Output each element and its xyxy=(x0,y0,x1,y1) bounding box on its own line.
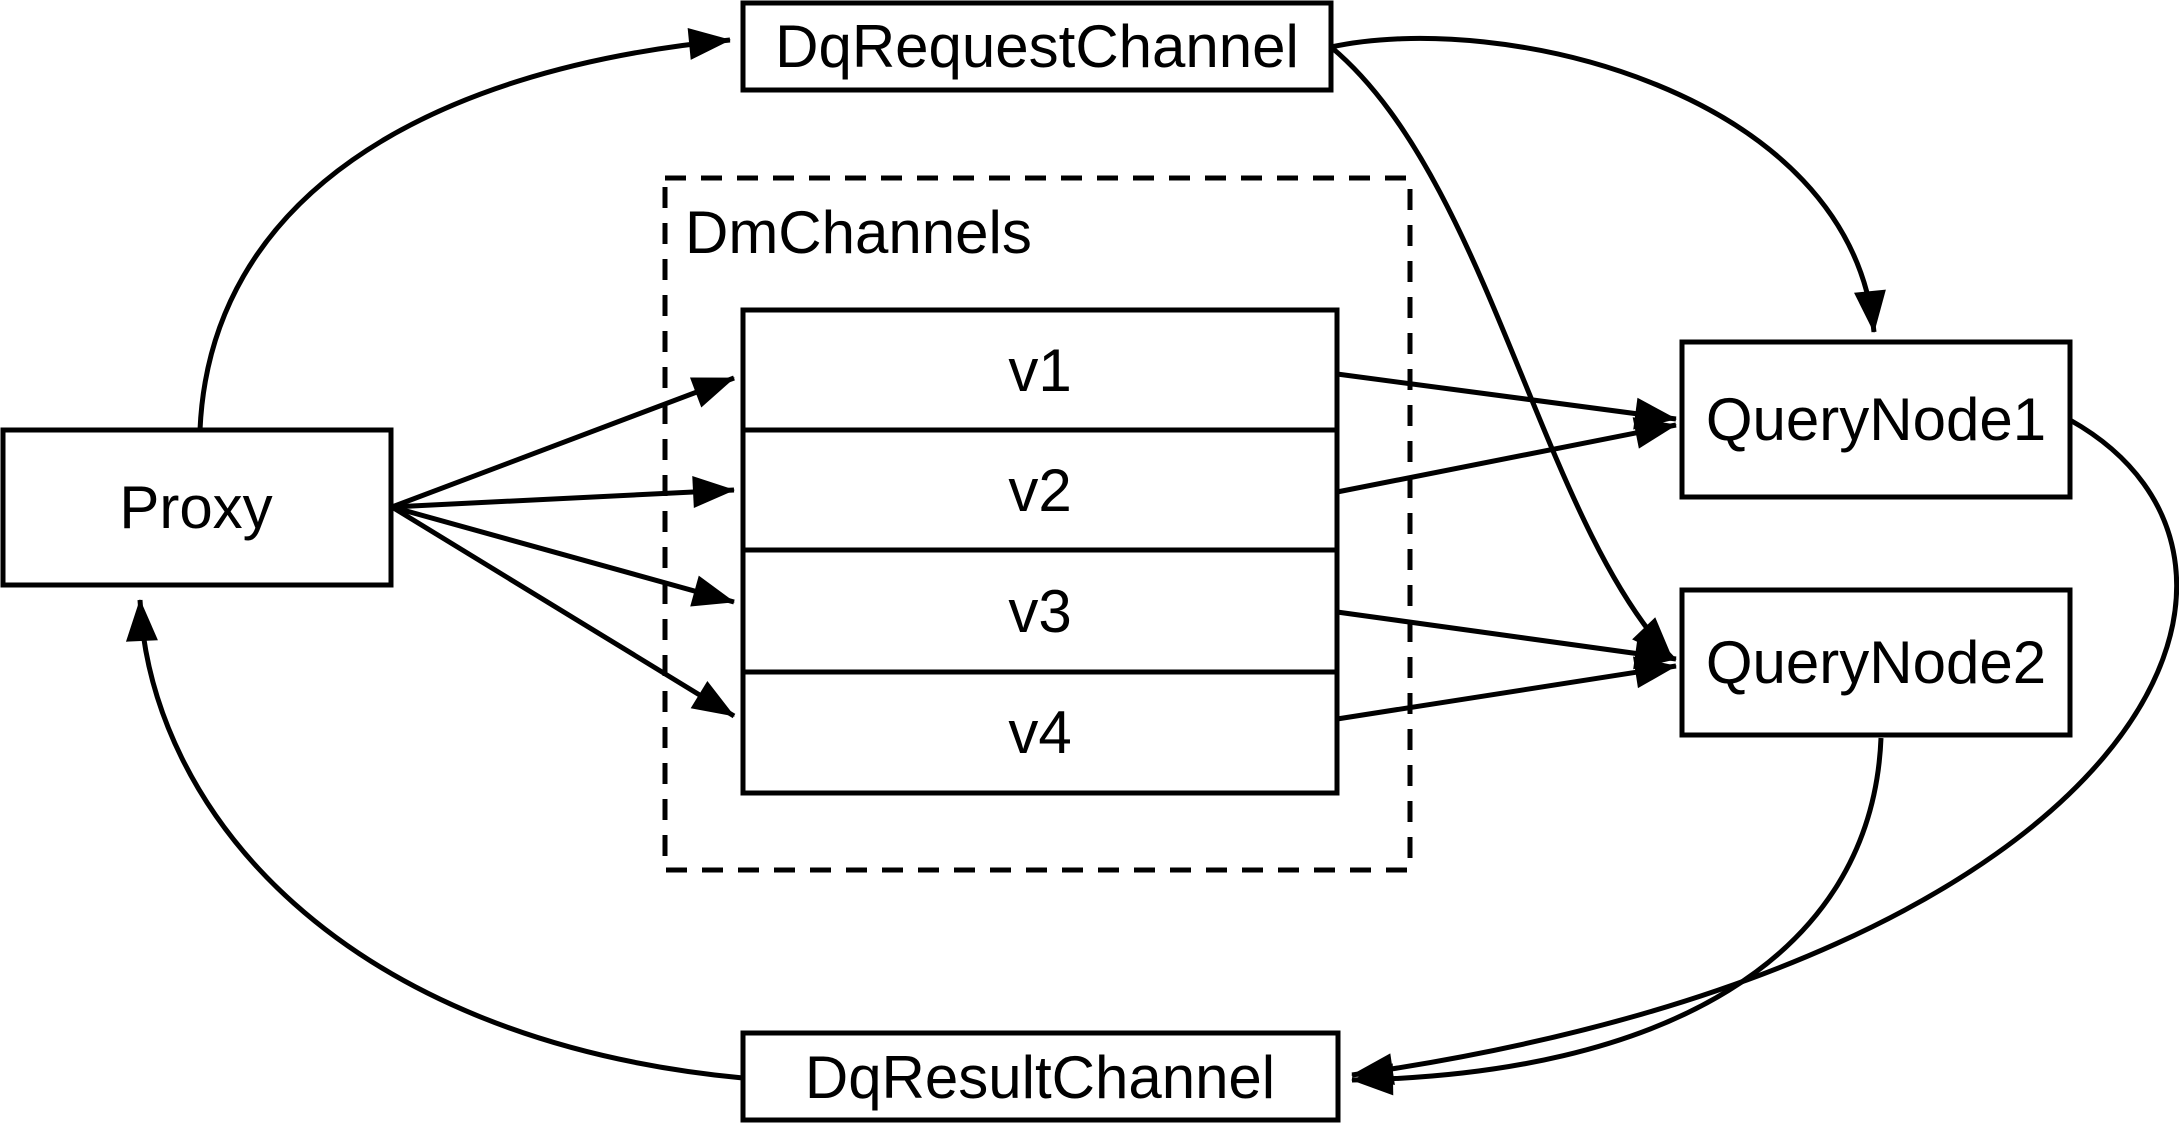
dq-request-channel-box xyxy=(740,0,1334,93)
edge-proxy-to-dqrequestchannel xyxy=(197,28,731,431)
edge-dqrequestchannel-to-querynode2 xyxy=(1329,45,1674,660)
proxy-box xyxy=(0,427,394,588)
edge-querynode1-to-dqresultchannel xyxy=(1351,417,2179,1085)
node-dq-request-channel: DqRequestChannel xyxy=(740,0,1334,93)
edge-querynode2-to-dqresultchannel xyxy=(1351,737,1884,1096)
query-node-1-box xyxy=(1679,339,2073,500)
node-query-node-2: QueryNode2 xyxy=(1679,587,2073,738)
edge-dqrequestchannel-to-querynode1 xyxy=(1330,35,1886,333)
dm-channels-stack: v1 v2 v3 v4 xyxy=(740,307,1340,796)
edge-v2-to-querynode1 xyxy=(1336,417,1677,495)
channel-v1-label: v1 xyxy=(1008,337,1071,404)
dq-result-channel-label: DqResultChannel xyxy=(805,1044,1275,1111)
channel-v4-label: v4 xyxy=(1008,699,1071,766)
edge-dqresultchannel-to-proxy xyxy=(126,599,744,1081)
edge-v1-to-querynode1 xyxy=(1336,371,1677,430)
edges-layer xyxy=(126,28,2179,1096)
channel-v2-label: v2 xyxy=(1008,457,1071,524)
node-proxy: Proxy xyxy=(0,427,394,588)
edge-v3-to-querynode2 xyxy=(1336,609,1677,670)
dq-request-channel-label: DqRequestChannel xyxy=(775,13,1299,80)
dm-channels-dashed-box xyxy=(662,175,1413,873)
query-node-1-label: QueryNode1 xyxy=(1706,386,2046,453)
query-node-2-box xyxy=(1679,587,2073,738)
channel-v3-label: v3 xyxy=(1008,578,1071,645)
edge-proxy-to-v1 xyxy=(391,375,735,510)
group-dm-channels: DmChannels v1 v2 v3 v4 xyxy=(662,175,1413,873)
query-node-2-label: QueryNode2 xyxy=(1706,629,2046,696)
node-query-node-1: QueryNode1 xyxy=(1679,339,2073,500)
node-dq-result-channel: DqResultChannel xyxy=(740,1030,1341,1123)
dq-result-channel-box xyxy=(740,1030,1341,1123)
edge-proxy-to-v3 xyxy=(391,504,735,607)
proxy-label: Proxy xyxy=(119,474,272,541)
dm-channels-label: DmChannels xyxy=(685,199,1032,266)
edge-v4-to-querynode2 xyxy=(1336,656,1677,722)
edge-proxy-to-v2 xyxy=(391,476,735,510)
edge-proxy-to-v4 xyxy=(390,504,736,719)
